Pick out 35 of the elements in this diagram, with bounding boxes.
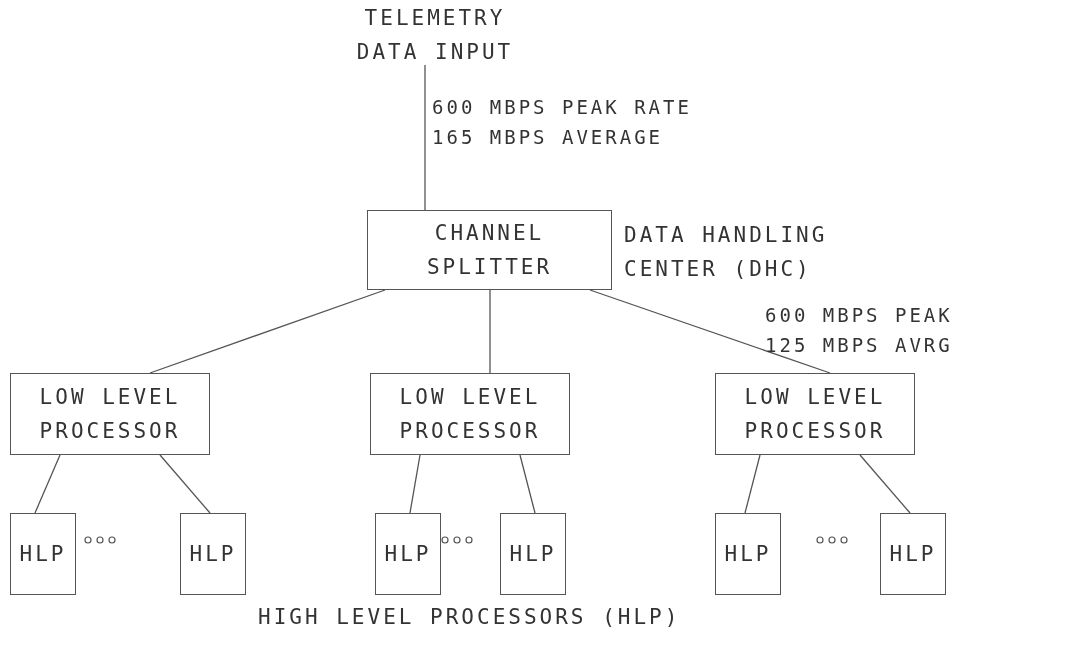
node-text: HLP bbox=[508, 541, 558, 568]
node-text: LOW LEVEL PROCESSOR bbox=[743, 384, 887, 445]
edge-label: 600 MBPS PEAK RATE 165 MBPS AVERAGE bbox=[432, 95, 693, 150]
connector-line bbox=[589, 289, 831, 374]
node-text: LOW LEVEL PROCESSOR bbox=[38, 384, 182, 445]
connector-line bbox=[489, 289, 491, 374]
edge-label: 600 MBPS PEAK 125 MBPS AVRG bbox=[765, 303, 954, 358]
process-box bbox=[180, 513, 246, 595]
process-box bbox=[370, 373, 570, 455]
process-box bbox=[375, 513, 441, 595]
process-box bbox=[880, 513, 946, 595]
node-text: LOW LEVEL PROCESSOR bbox=[398, 384, 542, 445]
process-box bbox=[10, 373, 210, 455]
connector-line bbox=[149, 289, 386, 374]
node-text: CHANNEL SPLITTER bbox=[425, 220, 554, 281]
process-box bbox=[715, 373, 915, 455]
connector-line bbox=[859, 454, 911, 514]
process-box bbox=[10, 513, 76, 595]
node-text: TELEMETRY DATA INPUT bbox=[355, 5, 515, 66]
node-text: HLP bbox=[18, 541, 68, 568]
node-text: HLP bbox=[188, 541, 238, 568]
process-box bbox=[367, 210, 612, 290]
connector-line bbox=[424, 64, 426, 211]
connector-line bbox=[34, 454, 61, 514]
node-text: HLP bbox=[888, 541, 938, 568]
process-box bbox=[715, 513, 781, 595]
node-text: HLP bbox=[723, 541, 773, 568]
node-text: HLP bbox=[383, 541, 433, 568]
connector-line bbox=[159, 454, 211, 514]
group-caption: HIGH LEVEL PROCESSORS (HLP) bbox=[258, 604, 681, 631]
connector-line bbox=[519, 454, 536, 514]
side-caption: DATA HANDLING CENTER (DHC) bbox=[624, 222, 829, 283]
connector-line bbox=[744, 454, 761, 514]
process-box bbox=[500, 513, 566, 595]
connector-line bbox=[409, 454, 421, 514]
